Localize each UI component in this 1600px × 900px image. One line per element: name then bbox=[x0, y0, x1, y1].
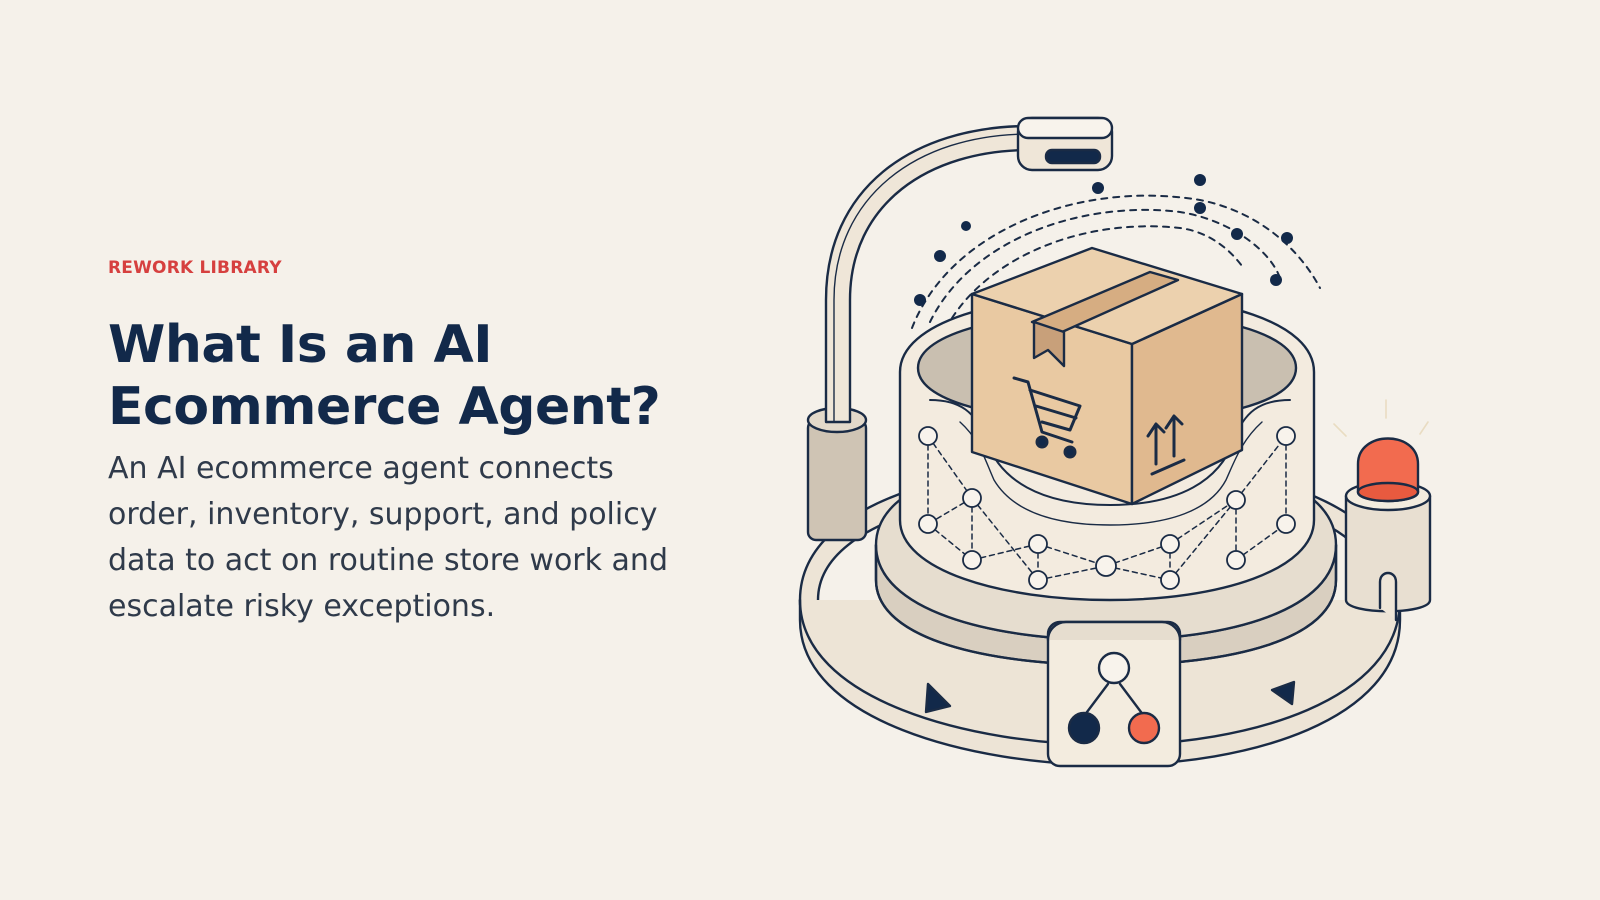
hero-text: REWORK LIBRARY What Is an AI Ecommerce A… bbox=[108, 256, 708, 630]
hero-illustration bbox=[798, 116, 1432, 768]
alert-beacon-icon bbox=[1333, 399, 1432, 622]
signal-arcs bbox=[911, 194, 1321, 329]
title-line-1: What Is an AI bbox=[108, 315, 493, 375]
package-box bbox=[970, 246, 1244, 506]
decision-tree-icon bbox=[1046, 620, 1182, 768]
direction-arrow-left bbox=[924, 682, 952, 714]
title-line-2: Ecommerce Agent? bbox=[108, 377, 661, 437]
page-title: What Is an AI Ecommerce Agent? bbox=[108, 314, 708, 438]
this-way-up-arrows-icon bbox=[1146, 414, 1186, 476]
shopping-cart-icon bbox=[1012, 376, 1082, 459]
direction-arrow-right bbox=[1270, 680, 1296, 706]
description: An AI ecommerce agent connects order, in… bbox=[108, 451, 668, 624]
signal-dots bbox=[914, 174, 1293, 306]
eyebrow-label: REWORK LIBRARY bbox=[108, 258, 282, 278]
scanner-icon bbox=[1016, 116, 1114, 172]
network-nodes bbox=[918, 426, 1296, 590]
